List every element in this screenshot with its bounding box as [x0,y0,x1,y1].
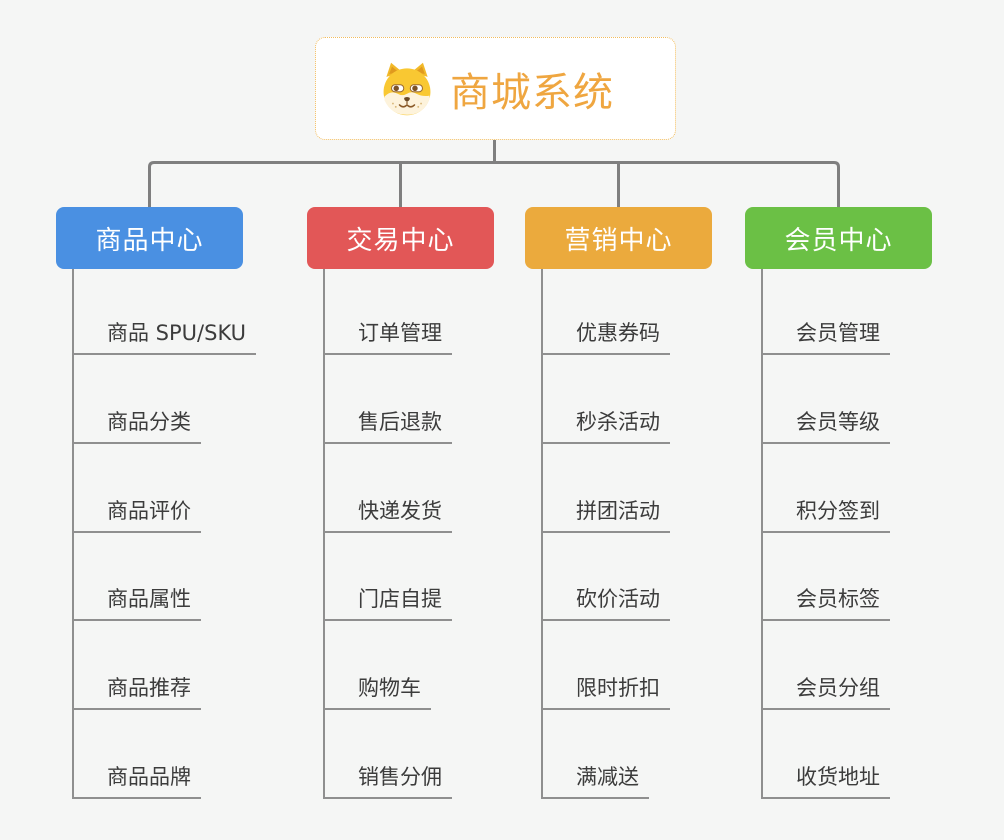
branch-box-member-center[interactable]: 会员中心 [745,207,932,269]
branch-column-marketing: 优惠券码 秒杀活动 拼团活动 砍价活动 限时折扣 满减送 [541,269,670,799]
node-item[interactable]: 商品推荐 [74,621,201,711]
node-item[interactable]: 快递发货 [325,444,452,533]
node-item[interactable]: 购物车 [325,621,431,711]
dog-face-icon [383,62,431,115]
node-item[interactable]: 会员分组 [763,621,890,711]
branch-column-member: 会员管理 会员等级 积分签到 会员标签 会员分组 收货地址 [761,269,890,799]
node-item[interactable]: 会员管理 [763,269,890,355]
node-item[interactable]: 限时折扣 [543,621,670,711]
node-item[interactable]: 积分签到 [763,444,890,533]
node-item[interactable]: 商品品牌 [74,710,201,799]
node-item[interactable]: 拼团活动 [543,444,670,533]
node-item[interactable]: 商品属性 [74,533,201,622]
branch-column-product: 商品 SPU/SKU 商品分类 商品评价 商品属性 商品推荐 商品品牌 [72,269,257,799]
root-title: 商城系统 [450,69,614,116]
node-item[interactable]: 商品评价 [74,444,201,533]
branch-box-trade-center[interactable]: 交易中心 [307,207,494,269]
node-item[interactable]: 销售分佣 [325,710,452,799]
node-item[interactable]: 满减送 [543,710,649,799]
node-item[interactable]: 会员等级 [763,355,890,444]
node-item[interactable]: 优惠券码 [543,269,670,355]
node-item[interactable]: 售后退款 [325,355,452,444]
node-item[interactable]: 商品 SPU/SKU [74,269,257,355]
root-node-mall-system[interactable]: 商城系统 [315,37,676,140]
node-item[interactable]: 订单管理 [325,269,452,355]
node-item[interactable]: 收货地址 [763,710,890,799]
branch-box-marketing-center[interactable]: 营销中心 [525,207,712,269]
node-item[interactable]: 商品分类 [74,355,201,444]
node-item[interactable]: 门店自提 [325,533,452,622]
node-item[interactable]: 砍价活动 [543,533,670,622]
node-item[interactable]: 会员标签 [763,533,890,622]
branch-column-trade: 订单管理 售后退款 快递发货 门店自提 购物车 销售分佣 [323,269,452,799]
branch-box-product-center[interactable]: 商品中心 [56,207,243,269]
node-item[interactable]: 秒杀活动 [543,355,670,444]
